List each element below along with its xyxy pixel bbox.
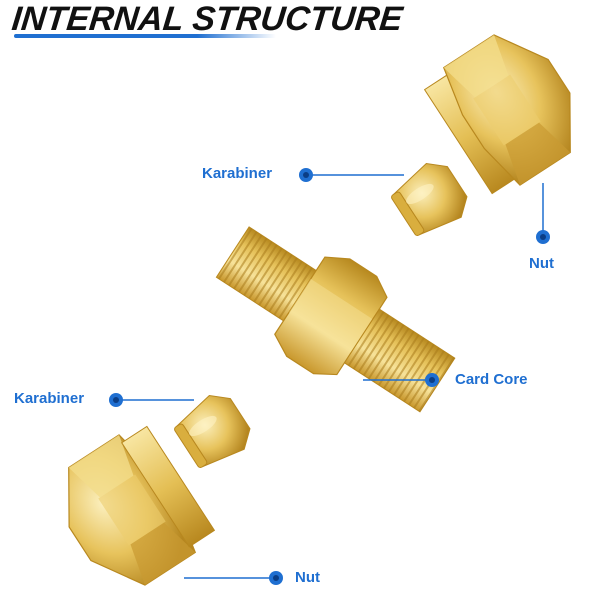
callout-dot-icon (273, 575, 279, 581)
label-karabiner-top: Karabiner (202, 165, 273, 182)
title-underline (14, 34, 276, 38)
callout-dot-icon (429, 377, 435, 383)
title-block: INTERNAL STRUCTURE (10, 0, 404, 38)
karabiner-bottom-part (174, 395, 251, 468)
callout-dot-icon (303, 172, 309, 178)
callout-card-core (363, 373, 439, 387)
callout-dot-icon (540, 234, 546, 240)
callout-karabiner-top (299, 168, 404, 182)
label-nut-bottom: Nut (295, 569, 320, 586)
callout-nut-top (536, 183, 550, 244)
card-core-part (215, 226, 456, 413)
callout-karabiner-bottom (109, 393, 194, 407)
label-nut-top: Nut (529, 255, 554, 272)
karabiner-top-part (391, 163, 468, 236)
label-card-core: Card Core (455, 371, 528, 388)
label-karabiner-bottom: Karabiner (14, 390, 85, 407)
nut-top-part (423, 34, 571, 195)
callout-nut-bottom (184, 571, 283, 585)
callout-dot-icon (113, 397, 119, 403)
nut-bottom-part (68, 425, 216, 586)
